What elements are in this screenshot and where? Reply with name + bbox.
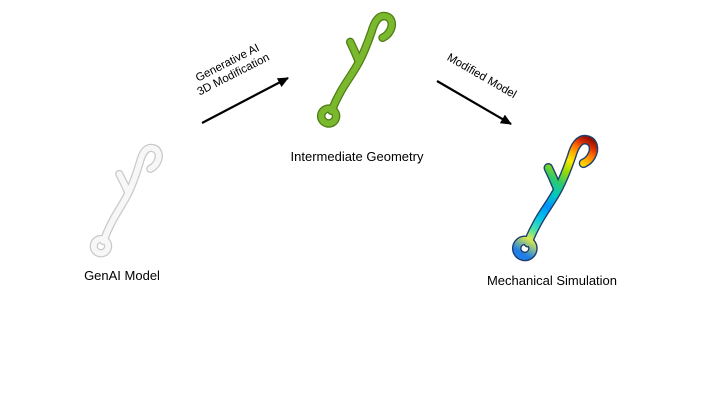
genai-model-body [93,141,160,260]
genai-model-3d [93,141,160,260]
arrow2-label: Modified Model [445,52,519,101]
intermediate-geometry-label: Intermediate Geometry [291,149,424,164]
arrow-intermediate-to-simulation: Modified Model [436,52,519,125]
mechanical-simulation-label: Mechanical Simulation [487,273,617,288]
arrow-genai-to-intermediate-line [201,77,289,124]
mechanical-simulation-3d [515,130,595,266]
mechanical-simulation-body [515,130,595,266]
genai-model-label: GenAI Model [84,268,160,283]
intermediate-geometry-body [320,7,394,132]
arrow-genai-to-intermediate: Generative AI 3D Modification [194,42,289,124]
arrow-intermediate-to-simulation-line [436,80,512,125]
intermediate-geometry-3d [320,7,394,132]
